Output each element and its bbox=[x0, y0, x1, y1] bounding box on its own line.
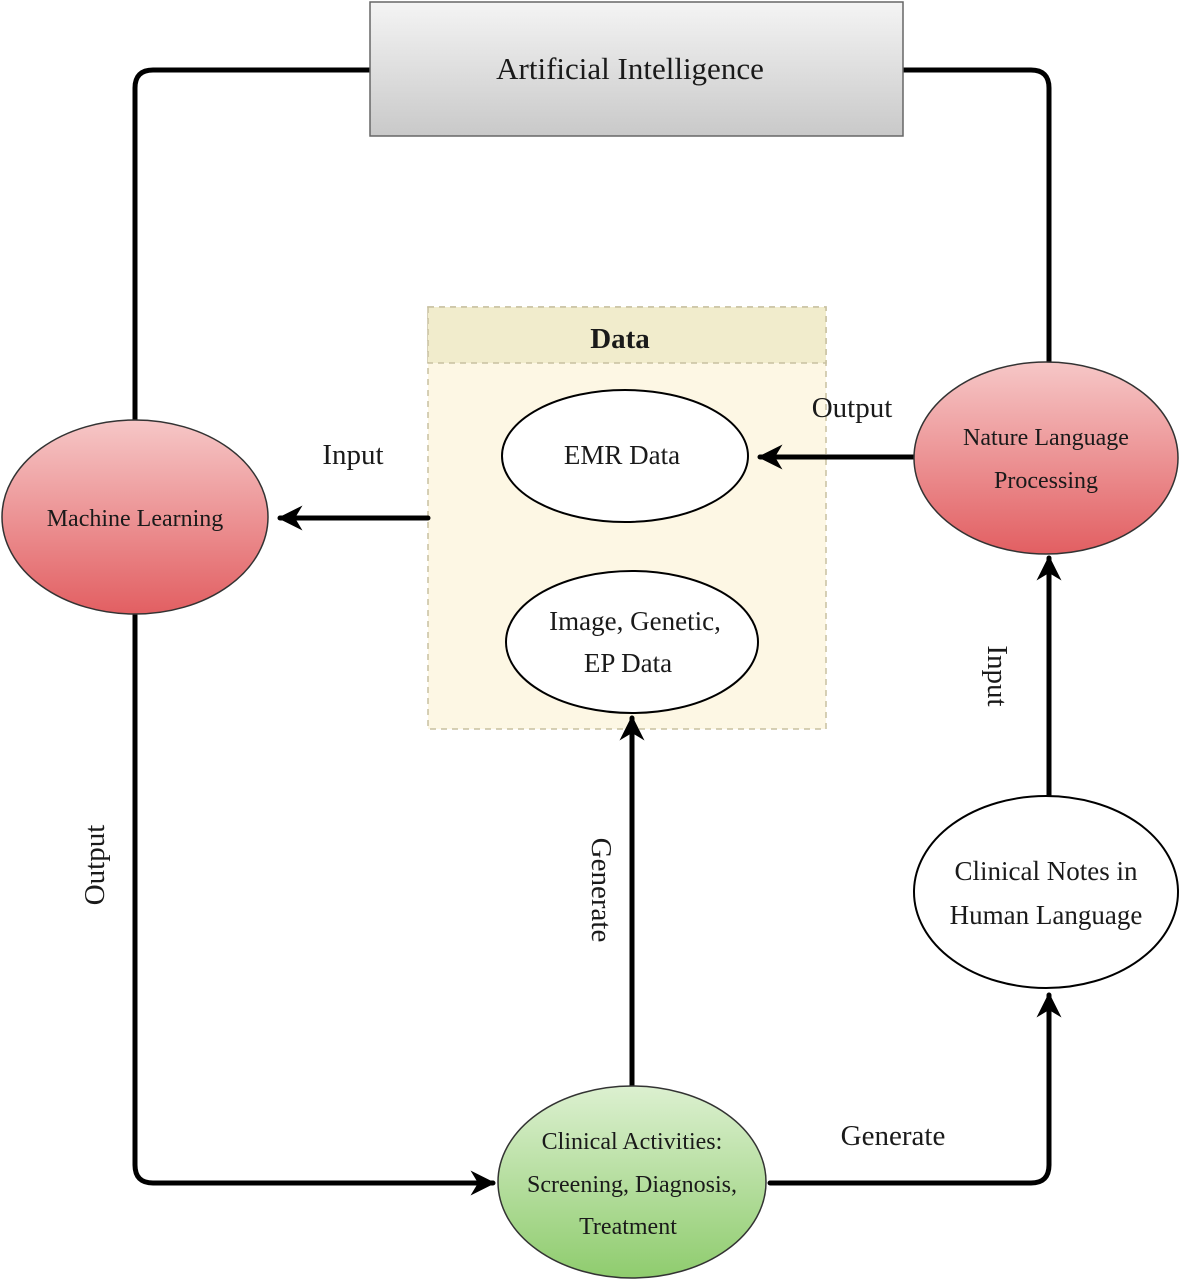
data-group-header bbox=[427, 306, 827, 364]
machine-learning-label: Machine Learning bbox=[47, 506, 224, 532]
clinical-activities-node: Clinical Activities: Screening, Diagnosi… bbox=[497, 1085, 767, 1279]
artificial-intelligence-label: Artificial Intelligence bbox=[496, 51, 764, 86]
clinical-notes-label-line-1: Clinical Notes in bbox=[955, 856, 1138, 886]
image-genetic-ep-data-node: Image, Genetic, EP Data bbox=[505, 570, 759, 714]
image-genetic-ep-label-line-1: Image, Genetic, bbox=[549, 606, 721, 636]
nlp-node: Nature Language Processing bbox=[913, 361, 1179, 555]
edge-label-nlp-to-emr: Output bbox=[812, 392, 893, 424]
edge-ml-to-activities bbox=[132, 612, 496, 1196]
clinical-notes-node: Clinical Notes in Human Language bbox=[913, 795, 1179, 989]
edge-label-data-to-ml: Input bbox=[322, 439, 383, 471]
edge-ai-to-nlp bbox=[900, 67, 1052, 365]
edge-activities-to-notes bbox=[767, 992, 1062, 1186]
emr-data-label: EMR Data bbox=[564, 440, 680, 470]
edge-label-activities-to-data: Generate bbox=[585, 838, 617, 943]
clinical-activities-label-line-2: Screening, Diagnosis, bbox=[527, 1172, 737, 1198]
nlp-label-line-1: Nature Language bbox=[963, 425, 1129, 451]
edge-label-notes-to-nlp: Input bbox=[981, 645, 1013, 706]
nlp-label-line-2: Processing bbox=[994, 468, 1098, 494]
emr-data-node: EMR Data bbox=[501, 389, 749, 523]
edge-label-ml-to-activities: Output bbox=[79, 825, 111, 906]
edge-label-activities-to-notes: Generate bbox=[841, 1120, 946, 1152]
clinical-activities-label-line-1: Clinical Activities: bbox=[542, 1129, 723, 1155]
artificial-intelligence-node: Artificial Intelligence bbox=[369, 1, 904, 137]
data-group-title: Data bbox=[590, 323, 650, 355]
clinical-notes-label-line-2: Human Language bbox=[950, 900, 1143, 930]
image-genetic-ep-label-line-2: EP Data bbox=[584, 648, 672, 678]
machine-learning-node: Machine Learning bbox=[1, 419, 269, 615]
edge-ml-to-ai bbox=[132, 67, 373, 423]
clinical-activities-label-line-3: Treatment bbox=[579, 1214, 677, 1240]
